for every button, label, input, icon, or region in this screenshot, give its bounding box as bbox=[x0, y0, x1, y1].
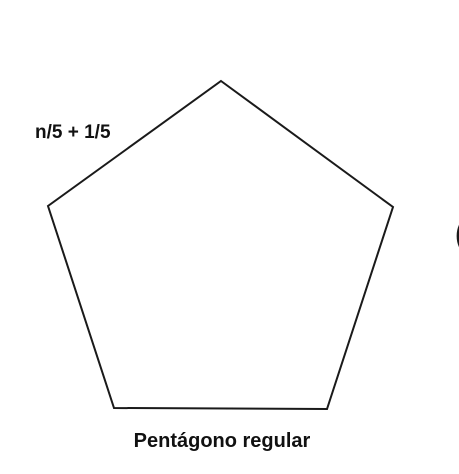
pentagon-shape bbox=[46, 79, 395, 411]
diagram-caption: Pentágono regular bbox=[133, 430, 311, 452]
cropped-arc-fragment bbox=[456, 224, 459, 248]
side-length-label: n/5 + 1/5 bbox=[35, 122, 111, 143]
